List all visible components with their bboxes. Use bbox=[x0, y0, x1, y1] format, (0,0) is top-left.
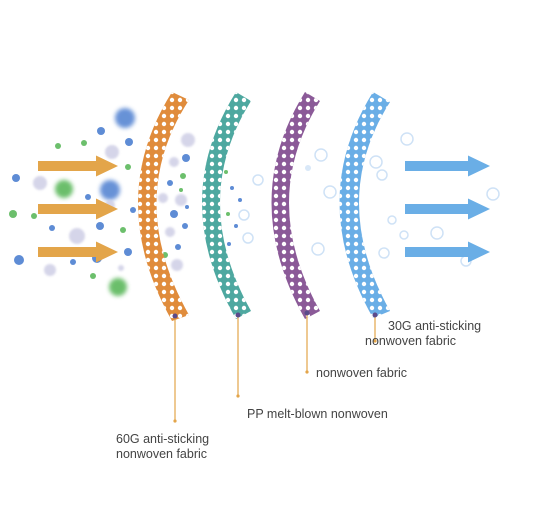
outgoing-arrows-group bbox=[405, 155, 490, 263]
layer-pp-melt-blown bbox=[202, 92, 251, 319]
leader-line-layer2 bbox=[235, 312, 241, 398]
particle bbox=[323, 185, 337, 199]
incoming-arrows-group bbox=[38, 155, 118, 263]
arrow-right-icon bbox=[405, 198, 490, 220]
arrow-right-icon bbox=[405, 155, 490, 177]
particle bbox=[55, 180, 73, 198]
particle bbox=[305, 165, 311, 171]
particle bbox=[31, 213, 37, 219]
particle bbox=[252, 174, 264, 186]
arrow-right-icon bbox=[38, 155, 118, 177]
leader-line-layer1 bbox=[172, 313, 178, 423]
particle bbox=[169, 157, 179, 167]
label-60g-line2: nonwoven fabric bbox=[116, 447, 208, 461]
particle bbox=[109, 278, 127, 296]
particle bbox=[85, 194, 91, 200]
arrow-right-icon bbox=[405, 241, 490, 263]
particle bbox=[234, 224, 238, 228]
label-60g-anti-sticking: 60G anti-sticking nonwoven fabric bbox=[116, 432, 209, 462]
label-30g-anti-sticking: 30G anti-sticking nonwoven fabric bbox=[365, 319, 482, 349]
particle bbox=[125, 138, 133, 146]
particle bbox=[486, 187, 500, 201]
particle bbox=[179, 188, 183, 192]
particle bbox=[118, 265, 124, 271]
label-30g-line1: 30G anti-sticking bbox=[388, 319, 482, 333]
particle bbox=[14, 255, 24, 265]
particle bbox=[167, 180, 173, 186]
particle bbox=[130, 207, 136, 213]
particle bbox=[227, 242, 231, 246]
particle bbox=[55, 143, 61, 149]
particle bbox=[180, 173, 186, 179]
particle bbox=[70, 259, 76, 265]
particle bbox=[115, 108, 135, 128]
arrow-right-icon bbox=[38, 241, 118, 263]
particle bbox=[100, 180, 120, 200]
layer-30g-anti-sticking bbox=[339, 92, 390, 318]
particle bbox=[12, 174, 20, 182]
particle bbox=[387, 215, 397, 225]
particle bbox=[369, 155, 383, 169]
particle bbox=[226, 212, 230, 216]
label-pp-melt-blown: PP melt-blown nonwoven bbox=[247, 407, 388, 422]
particle bbox=[182, 154, 190, 162]
particle bbox=[33, 176, 47, 190]
particle bbox=[165, 227, 175, 237]
particle bbox=[97, 127, 105, 135]
particle bbox=[44, 264, 56, 276]
particle bbox=[242, 232, 254, 244]
particle bbox=[96, 222, 104, 230]
particle bbox=[171, 259, 183, 271]
particle bbox=[181, 133, 195, 147]
arrow-right-icon bbox=[38, 198, 118, 220]
particle bbox=[9, 210, 17, 218]
particle bbox=[90, 273, 96, 279]
particle bbox=[81, 140, 87, 146]
particles-group bbox=[9, 108, 500, 296]
particle bbox=[314, 148, 328, 162]
particle bbox=[230, 186, 234, 190]
particle bbox=[238, 198, 242, 202]
particle bbox=[185, 205, 189, 209]
label-nonwoven-fabric: nonwoven fabric bbox=[316, 366, 407, 381]
particle bbox=[105, 145, 119, 159]
particle bbox=[69, 228, 85, 244]
particle bbox=[238, 209, 250, 221]
particle bbox=[175, 194, 187, 206]
particle bbox=[182, 223, 188, 229]
leader-lines-group bbox=[172, 310, 378, 423]
particle bbox=[399, 230, 409, 240]
leader-line-layer4 bbox=[372, 312, 378, 343]
particle bbox=[311, 242, 325, 256]
leader-line-layer3 bbox=[304, 310, 310, 374]
particle bbox=[400, 132, 414, 146]
particle bbox=[430, 226, 444, 240]
particle bbox=[175, 244, 181, 250]
label-pp-line1: PP melt-blown nonwoven bbox=[247, 407, 388, 421]
particle bbox=[158, 193, 168, 203]
particle bbox=[170, 210, 178, 218]
label-30g-line2: nonwoven fabric bbox=[365, 334, 457, 348]
layer-nonwoven-fabric bbox=[271, 92, 320, 319]
particle bbox=[376, 169, 388, 181]
label-60g-line1: 60G anti-sticking bbox=[116, 432, 210, 446]
particle bbox=[49, 225, 55, 231]
particle bbox=[124, 248, 132, 256]
particle bbox=[125, 164, 131, 170]
particle bbox=[120, 227, 126, 233]
label-nonwoven-line1: nonwoven fabric bbox=[316, 366, 408, 380]
layer-60g-anti-sticking bbox=[138, 92, 189, 321]
particle bbox=[378, 247, 390, 259]
particle bbox=[224, 170, 228, 174]
